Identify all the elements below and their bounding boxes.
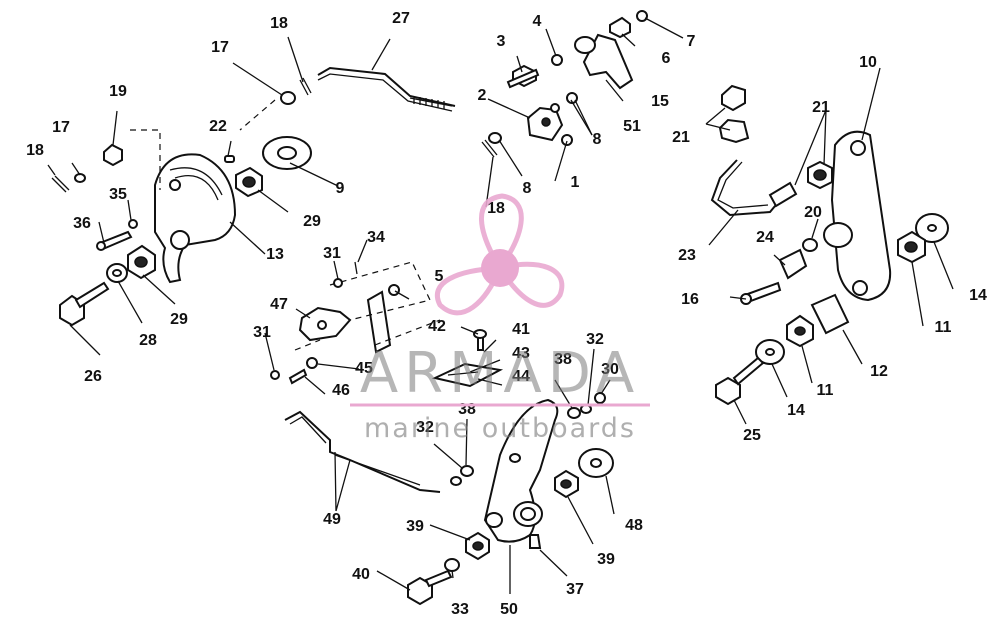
callout-label: 40 — [352, 566, 370, 583]
watermark: ARMADA marine outboards — [350, 193, 650, 444]
callout-label: 27 — [392, 10, 410, 27]
callout-label: 48 — [625, 517, 643, 534]
callout-label: 39 — [406, 518, 424, 535]
callout-label: 50 — [500, 601, 518, 618]
callout-label: 13 — [266, 246, 284, 263]
callout-label: 49 — [323, 511, 341, 528]
watermark-brand: ARMADA — [360, 341, 640, 406]
callout-label: 18 — [270, 15, 288, 32]
leader-lines — [47, 17, 954, 594]
callout-label: 9 — [336, 180, 345, 197]
callout-label: 15 — [651, 93, 669, 110]
callout-label: 12 — [870, 363, 888, 380]
callout-label: 7 — [687, 33, 696, 50]
callout-label: 16 — [681, 291, 699, 308]
callout-label: 46 — [332, 382, 350, 399]
callout-label: 5 — [435, 268, 444, 285]
callout-label: 19 — [109, 83, 127, 100]
callout-label: 29 — [303, 213, 321, 230]
callout-label: 8 — [593, 131, 602, 148]
callout-label: 18 — [487, 200, 505, 217]
callout-label: 37 — [566, 581, 584, 598]
callout-label: 33 — [451, 601, 469, 618]
callout-label: 42 — [428, 318, 446, 335]
callout-label: 11 — [817, 382, 834, 399]
callout-label: 31 — [253, 324, 271, 341]
callout-label: 6 — [662, 50, 671, 67]
callout-label: 30 — [601, 361, 619, 378]
callout-label: 17 — [52, 119, 70, 136]
callout-label: 20 — [804, 204, 822, 221]
callout-label: 25 — [743, 427, 761, 444]
callout-label: 32 — [416, 419, 434, 436]
callout-label: 1 — [571, 174, 580, 191]
parts-drawing — [51, 10, 949, 606]
callout-label: 8 — [523, 180, 532, 197]
callout-label: 34 — [367, 229, 385, 246]
callout-label: 10 — [859, 54, 877, 71]
callout-label: 18 — [26, 142, 44, 159]
callout-label: 2 — [478, 87, 487, 104]
callout-label: 3 — [497, 33, 506, 50]
callout-label: 14 — [969, 287, 987, 304]
callout-label: 11 — [935, 319, 952, 336]
callout-label: 47 — [270, 296, 288, 313]
watermark-tagline: marine outboards — [364, 413, 636, 444]
propeller-logo-icon — [434, 193, 565, 316]
callout-labels: 1 2 3 4 5 6 7 8 8 9 10 11 11 12 13 14 14… — [26, 10, 987, 618]
callout-label: 35 — [109, 186, 127, 203]
callout-label: 31 — [323, 245, 341, 262]
callout-label: 17 — [211, 39, 229, 56]
callout-label: 14 — [787, 402, 805, 419]
callout-label: 44 — [512, 368, 530, 385]
callout-label: 43 — [512, 345, 530, 362]
callout-label: 24 — [756, 229, 774, 246]
callout-label: 29 — [170, 311, 188, 328]
callout-label: 45 — [355, 360, 373, 377]
callout-label: 21 — [672, 129, 690, 146]
callout-label: 36 — [73, 215, 91, 232]
callout-label: 32 — [586, 331, 604, 348]
callout-label: 41 — [512, 321, 530, 338]
callout-label: 39 — [597, 551, 615, 568]
callout-label: 28 — [139, 332, 157, 349]
callout-label: 22 — [209, 118, 227, 135]
callout-label: 4 — [533, 13, 542, 30]
callout-label: 38 — [554, 351, 572, 368]
callout-label: 51 — [623, 118, 641, 135]
callout-label: 21 — [812, 99, 830, 116]
callout-label: 26 — [84, 368, 102, 385]
callout-label: 23 — [678, 247, 696, 264]
